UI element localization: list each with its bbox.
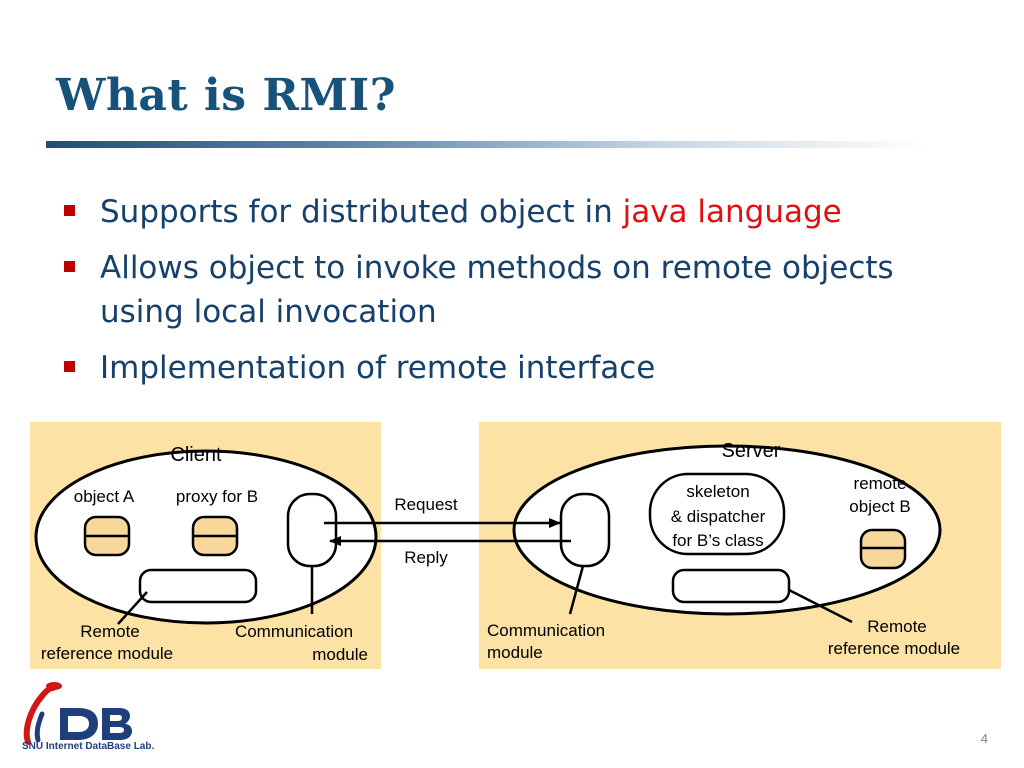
client-remote-ref-module [138, 568, 258, 604]
server-title: Server [722, 440, 781, 462]
bullet-text: Supports for distributed object in [100, 194, 623, 230]
skeleton-label-line1: skeleton [686, 482, 749, 501]
server-remote-ref-pointer [788, 588, 853, 624]
client-comm-label-line1: Communication [235, 622, 353, 641]
bullet-item-2: Allows object to invoke methods on remot… [64, 246, 984, 334]
bullet-square-icon [64, 261, 75, 272]
proxy-label: proxy for B [176, 487, 258, 506]
skeleton-label-line2: & dispatcher [671, 507, 766, 526]
page-number: 4 [980, 731, 988, 746]
bullet-text: Allows object to invoke methods on remot… [100, 250, 894, 330]
bullet-item-3: Implementation of remote interface [64, 346, 984, 390]
skeleton-dispatcher [648, 472, 786, 556]
object-a-label: object A [74, 487, 135, 506]
remote-object-label-line2: object B [849, 497, 910, 516]
server-remote-ref-label-line2: reference module [828, 639, 960, 658]
client-title: Client [170, 444, 222, 466]
bullet-highlight: java language [622, 194, 842, 230]
server-remote-ref-module [671, 568, 791, 604]
slide-title: What is RMI? [56, 70, 396, 121]
proxy-shape [191, 515, 239, 557]
title-underline [46, 141, 926, 148]
logo-subtitle: SNU Internet DataBase Lab. [22, 741, 155, 752]
reply-label: Reply [404, 548, 448, 567]
server-comm-pointer [568, 565, 585, 615]
bullet-item-1: Supports for distributed object in java … [64, 190, 984, 234]
server-comm-label-line2: module [487, 643, 543, 662]
request-label: Request [394, 495, 458, 514]
client-comm-module [286, 492, 338, 568]
client-comm-label-line2: module [312, 645, 368, 664]
client-remote-ref-label-line1: Remote [80, 622, 140, 641]
remote-object-label-line1: remote [854, 474, 907, 493]
server-comm-module [559, 492, 611, 568]
skeleton-label-line3: for B’s class [672, 531, 763, 550]
server-remote-ref-label-line1: Remote [867, 617, 927, 636]
remote-object-b-shape [859, 528, 907, 570]
bullet-text: Implementation of remote interface [100, 350, 656, 386]
bullet-square-icon [64, 205, 75, 216]
bullet-square-icon [64, 361, 75, 372]
idb-logo [23, 682, 132, 745]
bullet-list: Supports for distributed object in java … [64, 190, 984, 402]
server-comm-label-line1: Communication [487, 621, 605, 640]
client-remote-ref-label-line2: reference module [41, 644, 173, 663]
client-remote-ref-pointer [117, 591, 148, 625]
object-a-shape [83, 515, 131, 557]
